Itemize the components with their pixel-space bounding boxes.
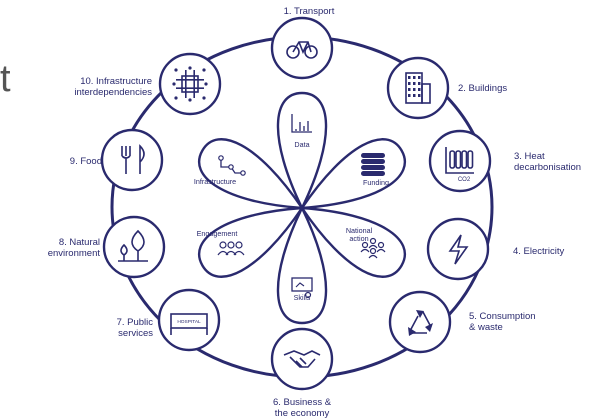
enabler-label-infrastructure: Infrastructure: [193, 177, 237, 186]
cropped-text-fragment: t: [0, 58, 11, 100]
bicycle-icon: [286, 41, 318, 59]
petal-skills: [276, 205, 328, 325]
recycle-icon: [408, 310, 433, 336]
people-icon: [217, 241, 245, 256]
network-grid-icon: [172, 66, 208, 102]
theme-label-8: 8. Natural environment: [47, 237, 100, 259]
theme-label-3: 3. Heat decarbonisation: [514, 151, 582, 173]
trees-icon: [118, 229, 148, 262]
theme-label-2: 2. Buildings: [458, 83, 508, 94]
theme-label-6: 6. Business & the economy: [272, 397, 332, 419]
theme-circle-7: [157, 288, 221, 352]
theme-label-10: 10. Infrastructure interdependencies: [74, 76, 152, 98]
svg-text:CO2: CO2: [458, 177, 471, 183]
enabler-label-funding: Funding: [363, 178, 389, 187]
petal-engagement: [197, 206, 305, 278]
building-icon: [405, 72, 431, 104]
enabler-label-data: Data: [294, 140, 310, 149]
theme-circle-10: [158, 52, 222, 116]
hospital-icon: HOSPITAL: [170, 313, 208, 335]
radiator-icon: CO2: [445, 147, 474, 183]
enabler-label-national-action: National action: [345, 226, 373, 243]
petal-data: [276, 91, 328, 211]
network-nodes-icon: [218, 155, 246, 176]
bar-chart-icon: [291, 114, 312, 133]
lightning-icon: [448, 234, 469, 265]
theme-circle-5: [388, 290, 452, 354]
theme-circle-9: [100, 128, 164, 192]
theme-label-5: 5. Consumption & waste: [469, 311, 536, 333]
theme-label-1: 1. Transport: [283, 6, 335, 17]
theme-label-9: 9. Food: [69, 156, 102, 167]
handshake-icon: [283, 350, 321, 368]
svg-text:HOSPITAL: HOSPITAL: [177, 319, 201, 325]
theme-label-7: 7. Public services: [116, 317, 153, 339]
enabler-label-skills: Skills: [293, 293, 311, 302]
enabler-label-engagement: Engagement: [196, 229, 238, 238]
people-group-icon: [360, 237, 386, 259]
enabler-petals: [197, 91, 407, 325]
theme-label-4: 4. Electricity: [513, 246, 565, 257]
theme-circle-4: [426, 217, 490, 281]
cutlery-icon: [121, 144, 145, 174]
petal-infrastructure: [197, 138, 305, 210]
presentation-icon: [291, 277, 313, 299]
coin-stack-icon: [361, 153, 386, 176]
petal-national-action: [299, 206, 407, 278]
